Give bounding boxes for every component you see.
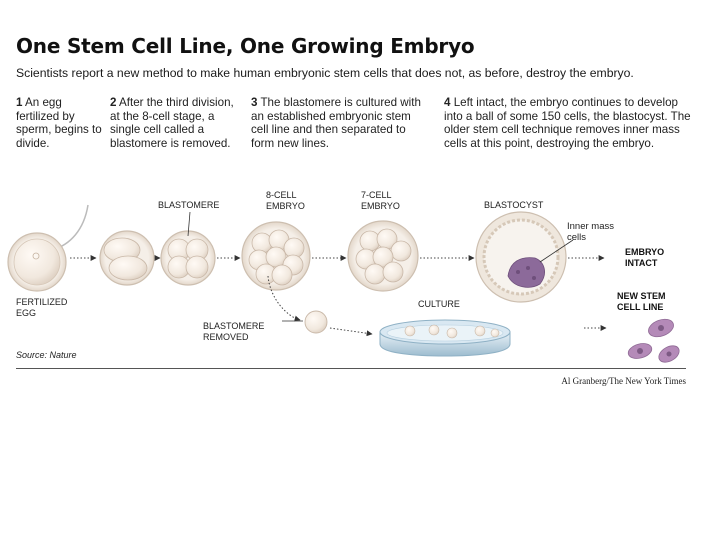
label-inner-mass-cells: Inner mass cells bbox=[567, 221, 614, 243]
label-eight-cell-embryo: 8-CELL EMBRYO bbox=[266, 190, 305, 211]
step-4-text: Left intact, the embryo continues to dev… bbox=[444, 96, 691, 150]
step-3-text: The blastomere is cultured with an estab… bbox=[251, 96, 421, 150]
four-cell-embryo-icon bbox=[160, 230, 216, 286]
step-2-number: 2 bbox=[110, 96, 117, 109]
step-2: 2 After the third division, at the 8-cel… bbox=[110, 96, 238, 150]
label-culture: CULTURE bbox=[418, 299, 460, 309]
eight-cell-embryo-icon bbox=[241, 221, 311, 291]
blastomere-pointer bbox=[187, 211, 191, 237]
page-subtitle: Scientists report a new method to make h… bbox=[16, 66, 634, 80]
arrow-to-culture bbox=[329, 327, 373, 337]
step-1: 1 An egg fertilized by sperm, begins to … bbox=[16, 96, 104, 150]
step-4-number: 4 bbox=[444, 96, 451, 109]
step-3-number: 3 bbox=[251, 96, 258, 109]
step-4: 4 Left intact, the embryo continues to d… bbox=[444, 96, 694, 150]
step-3: 3 The blastomere is cultured with an est… bbox=[251, 96, 427, 150]
removed-blastomere-icon bbox=[304, 310, 328, 334]
label-fertilized-egg: FERTILIZED EGG bbox=[16, 297, 68, 318]
label-blastomere: BLASTOMERE bbox=[158, 200, 220, 210]
step-1-number: 1 bbox=[16, 96, 23, 109]
label-blastomere-removed: BLASTOMERE REMOVED bbox=[203, 321, 265, 342]
inner-mass-pointer bbox=[539, 239, 574, 263]
label-new-stem-cell-line: NEW STEM CELL LINE bbox=[617, 291, 666, 312]
seven-cell-embryo-icon bbox=[347, 220, 419, 292]
label-seven-cell-embryo: 7-CELL EMBRYO bbox=[361, 190, 400, 211]
step-1-text: An egg fertilized by sperm, begins to di… bbox=[16, 96, 102, 150]
credit-line: Al Granberg/The New York Times bbox=[561, 376, 686, 386]
page-title: One Stem Cell Line, One Growing Embryo bbox=[16, 34, 475, 58]
step-2-text: After the third division, at the 8-cell … bbox=[110, 96, 234, 150]
source-note: Source: Nature bbox=[16, 350, 77, 360]
bottom-rule bbox=[16, 368, 686, 369]
blastocyst-icon bbox=[475, 211, 567, 303]
label-blastocyst: BLASTOCYST bbox=[484, 200, 544, 210]
arrow-blastomere-removed bbox=[267, 275, 301, 322]
culture-dish-icon bbox=[379, 319, 511, 357]
new-stem-cells-icon bbox=[627, 318, 680, 363]
label-embryo-intact: EMBRYO INTACT bbox=[625, 247, 665, 268]
two-cell-embryo-icon bbox=[99, 230, 155, 286]
